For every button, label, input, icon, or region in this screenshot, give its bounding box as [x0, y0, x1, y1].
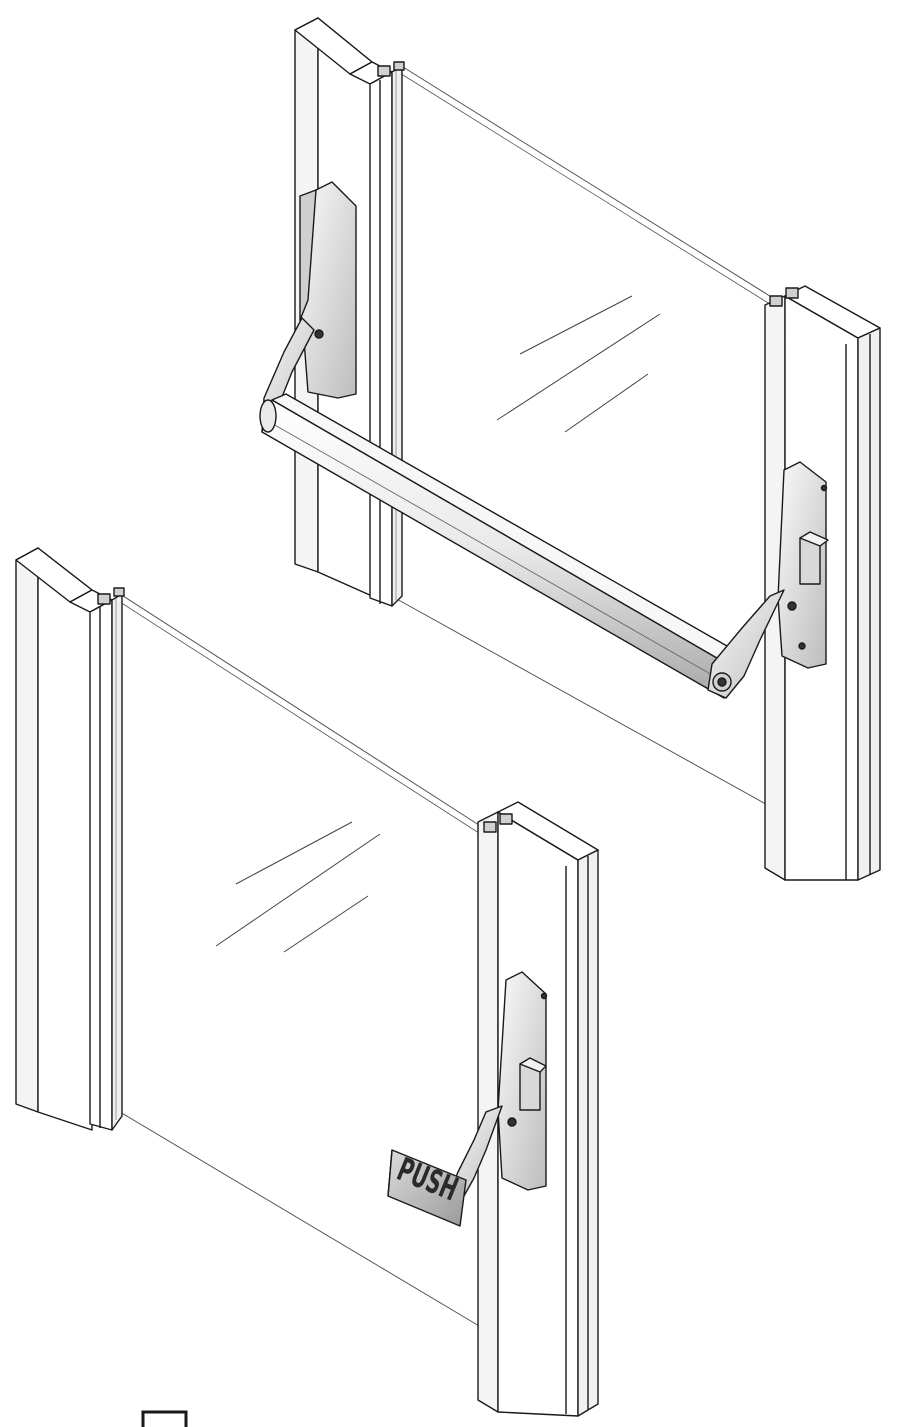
lower-left-stile: [15, 547, 125, 1131]
lower-door-assembly: [15, 547, 599, 1417]
upper-glass-panel: [394, 61, 774, 809]
panic-bar-left-housing: [299, 181, 357, 399]
push-pad-plate: [387, 1149, 467, 1227]
upper-door-assembly: [259, 17, 881, 881]
push-pad-housing: [497, 971, 548, 1191]
page-corner-mark: [141, 1410, 188, 1427]
lower-glass-panel: [119, 593, 497, 1337]
panic-bar-right-arm: [707, 589, 785, 699]
panic-bar-right-housing: [777, 461, 829, 669]
